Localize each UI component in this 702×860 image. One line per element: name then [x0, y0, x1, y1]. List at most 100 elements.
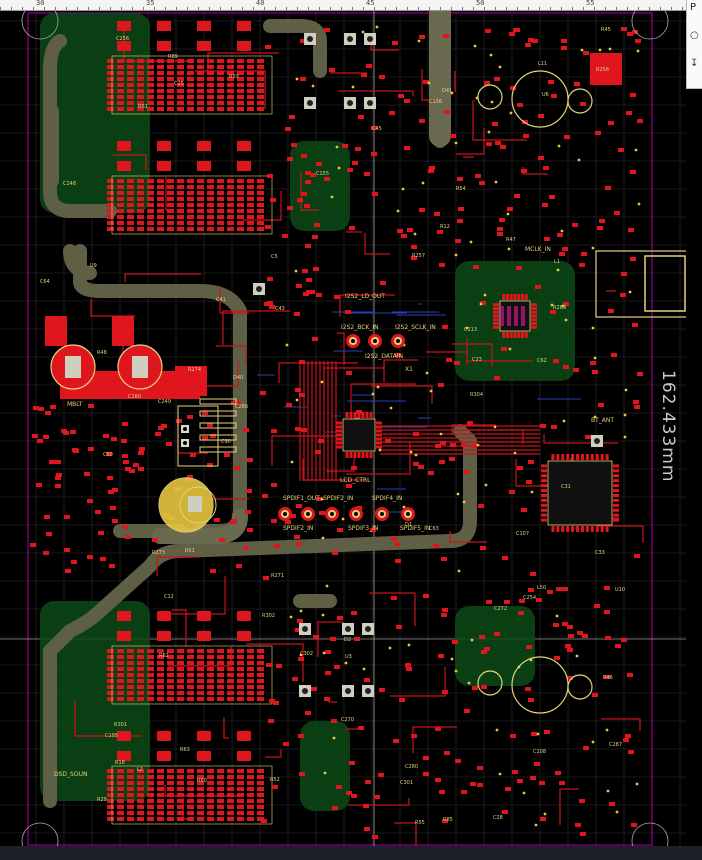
smd-pad: [107, 476, 113, 480]
smd-pad: [187, 89, 194, 93]
smd-pad: [72, 448, 78, 452]
smd-pad: [627, 32, 633, 36]
circle-tool-icon[interactable]: ○: [690, 30, 699, 41]
smd-pad: [187, 661, 194, 665]
smd-pad: [237, 107, 244, 111]
smd-pad: [36, 483, 42, 487]
ic-pin: [376, 429, 382, 433]
ic-pin: [493, 318, 499, 322]
smd-pad: [630, 170, 636, 174]
smd-pad: [117, 209, 124, 213]
smd-pad: [481, 685, 487, 689]
label-i2s2-sclk: I2S2_SCLK_IN: [395, 324, 436, 331]
ruler-tick: [649, 7, 650, 10]
smd-pad: [227, 95, 234, 99]
smd-pad: [325, 650, 331, 654]
pad-solder: [598, 48, 602, 52]
smd-pad: [247, 691, 254, 695]
smd-pad: [461, 790, 467, 794]
ground-pour: [300, 721, 350, 811]
smd-pad: [443, 34, 449, 38]
smd-pad: [157, 691, 164, 695]
footprint-outline: [111, 645, 273, 705]
smd-pad: [217, 221, 224, 225]
ref-designator: C155: [316, 171, 329, 177]
smd-pad: [117, 655, 124, 659]
smd-pad: [442, 690, 448, 694]
ic-pin: [531, 318, 537, 322]
smd-pad: [207, 679, 214, 683]
thermal-via-array: [500, 306, 504, 326]
smd-pad: [43, 435, 49, 439]
smd-pad: [177, 221, 184, 225]
smd-pad: [98, 531, 104, 535]
smd-pad: [518, 611, 524, 615]
smd-pad: [137, 209, 144, 213]
smd-pad: [312, 235, 318, 239]
smd-pad: [127, 95, 134, 99]
smd-pad: [480, 301, 486, 305]
smd-pad: [349, 761, 355, 765]
smd-pad: [257, 95, 264, 99]
smd-pad: [147, 77, 154, 81]
ruler-tick: [396, 7, 397, 10]
smd-pad: [137, 667, 144, 671]
smd-pad: [494, 632, 500, 636]
smd-pad: [197, 805, 204, 809]
smd-pad: [315, 450, 321, 454]
pad-solder: [490, 100, 494, 104]
smd-pad: [227, 65, 234, 69]
smd-pad: [117, 191, 124, 195]
pad-solder: [454, 253, 458, 257]
ref-designator: C64: [40, 279, 50, 285]
smd-pad: [147, 227, 154, 231]
pad-solder: [593, 415, 597, 419]
ruler-tick: [418, 7, 419, 10]
smd-pad: [207, 203, 214, 207]
smd-pad: [117, 83, 124, 87]
smd-pad: [411, 245, 417, 249]
smd-pad: [485, 29, 491, 33]
smd-pad: [446, 358, 452, 362]
smd-pad: [257, 655, 264, 659]
smd-pad: [187, 95, 194, 99]
signal-trace: [394, 822, 417, 846]
smd-pad: [187, 77, 194, 81]
smd-pad: [187, 649, 194, 653]
heatsink-fin: [199, 422, 237, 429]
pcb-canvas[interactable]: I2S2_LD_OUT I2S2_BCK_IN I2S2_SCLK_IN I2S…: [0, 11, 686, 846]
smd-pad: [117, 649, 124, 653]
smd-pad: [507, 207, 513, 211]
smd-pad: [197, 685, 204, 689]
pad-solder: [509, 111, 513, 115]
ic-pin: [541, 508, 547, 512]
ic-pin: [376, 433, 382, 437]
smd-pad: [217, 661, 224, 665]
smd-pad: [479, 181, 485, 185]
connector-hole: [283, 512, 287, 516]
smd-pad: [442, 325, 448, 329]
smd-pad: [207, 673, 214, 677]
arrow-tool-icon[interactable]: ↧: [690, 58, 699, 69]
ref-designator: C248: [63, 181, 76, 187]
smd-pad: [500, 145, 506, 149]
smd-pad: [452, 640, 458, 644]
pad-solder: [476, 443, 480, 447]
ref-designator: C62: [537, 358, 547, 364]
smd-pad: [479, 635, 485, 639]
smd-pad: [166, 442, 172, 446]
pad-solder: [605, 728, 609, 732]
smd-pad: [117, 697, 124, 701]
smd-pad: [553, 359, 559, 363]
ruler-tick: [253, 7, 254, 10]
smd-pad: [187, 215, 194, 219]
smd-pad: [217, 667, 224, 671]
smd-pad: [411, 734, 417, 738]
smd-pad: [299, 393, 305, 397]
signal-trace: [371, 385, 433, 404]
smd-pad: [604, 675, 610, 679]
smd-pad: [237, 793, 244, 797]
smd-pad: [137, 811, 144, 815]
connector-hole: [406, 512, 410, 516]
ic-pin: [509, 294, 513, 300]
